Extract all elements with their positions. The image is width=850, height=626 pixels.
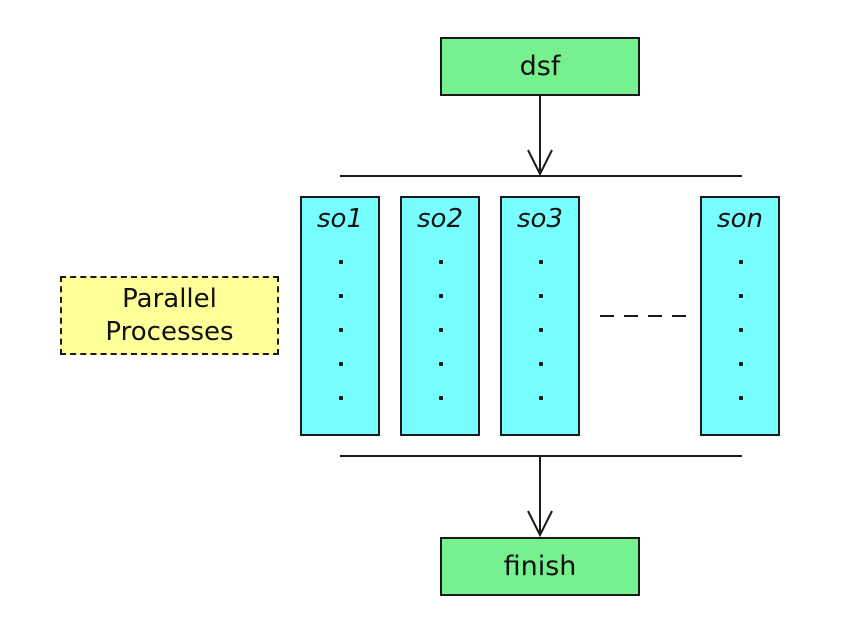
- ellipsis-dot: [539, 294, 543, 298]
- process-box-3: so3: [500, 196, 580, 436]
- ellipsis-dot: [739, 294, 743, 298]
- end-node: finish: [440, 537, 640, 596]
- ellipsis-dot: [539, 362, 543, 366]
- ellipsis-dot: [439, 362, 443, 366]
- process-label: so1: [317, 204, 363, 234]
- ellipsis-dot: [439, 294, 443, 298]
- join-to-end-arrowhead: [527, 510, 553, 538]
- process-label: son: [717, 204, 763, 234]
- start-to-fork-arrowhead: [527, 149, 553, 177]
- ellipsis-dot: [539, 260, 543, 264]
- ellipsis-dot: [339, 328, 343, 332]
- ellipsis-dot: [739, 362, 743, 366]
- process-label: so2: [417, 204, 463, 234]
- process-label: so3: [517, 204, 563, 234]
- ellipsis-dot: [739, 260, 743, 264]
- ellipsis-dot: [339, 396, 343, 400]
- process-box-1: so1: [300, 196, 380, 436]
- ellipsis-dot: [339, 362, 343, 366]
- ellipsis-dot: [739, 328, 743, 332]
- process-box-n: son: [700, 196, 780, 436]
- end-node-label: finish: [503, 551, 577, 582]
- note-line-1: Parallel: [122, 283, 217, 314]
- ellipsis-dot: [439, 328, 443, 332]
- ellipsis-dot: [439, 260, 443, 264]
- note-line-2: Processes: [105, 316, 234, 347]
- start-node: dsf: [440, 37, 640, 96]
- ellipsis-dot: [739, 396, 743, 400]
- ellipsis-dot: [339, 260, 343, 264]
- ellipsis-dot: [539, 328, 543, 332]
- parallel-processes-note: Parallel Processes: [60, 276, 279, 355]
- ellipsis-dot: [539, 396, 543, 400]
- start-node-label: dsf: [519, 51, 561, 82]
- ellipsis-dot: [439, 396, 443, 400]
- process-box-2: so2: [400, 196, 480, 436]
- ellipsis-dot: [339, 294, 343, 298]
